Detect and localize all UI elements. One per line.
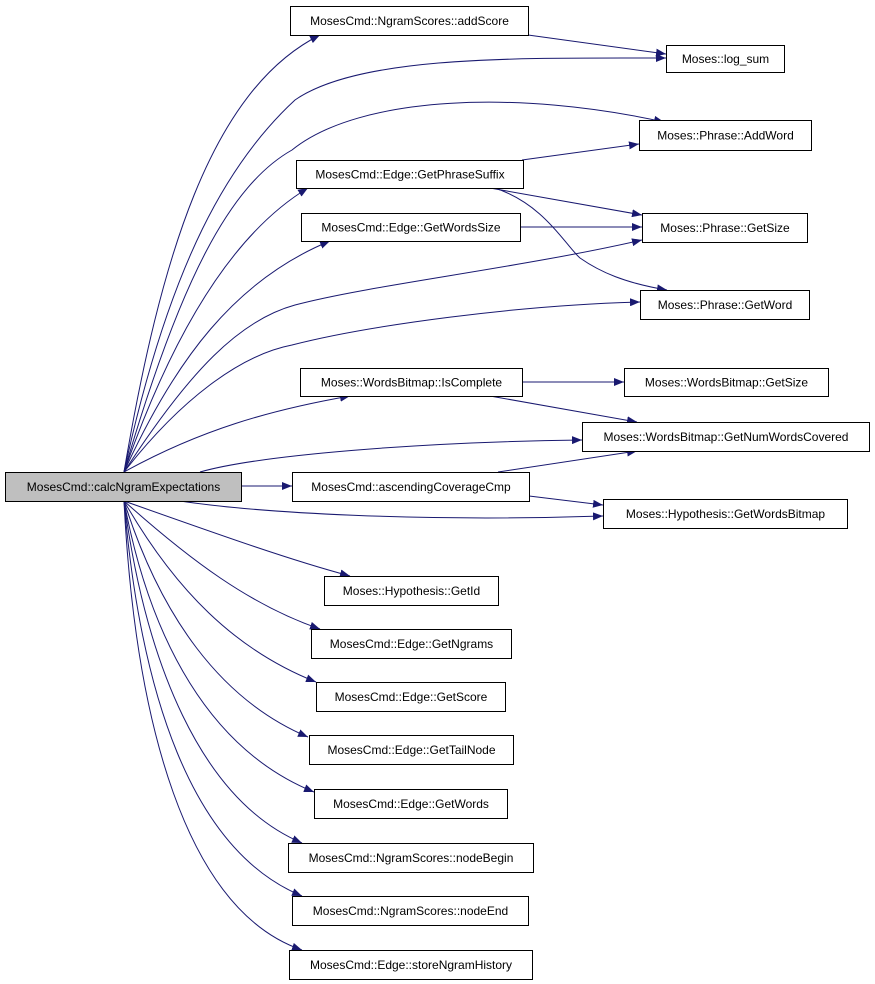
node-label: MosesCmd::Edge::storeNgramHistory (310, 958, 512, 972)
node-box (309, 735, 514, 765)
node-gettailnode[interactable]: MosesCmd::Edge::GetTailNode (309, 735, 514, 765)
node-nodeend[interactable]: MosesCmd::NgramScores::nodeEnd (292, 896, 529, 926)
node-box (640, 290, 810, 320)
node-box (301, 213, 521, 242)
edge-calc-to-getwords (123, 500, 315, 793)
node-label: MosesCmd::Edge::GetNgrams (330, 637, 493, 651)
node-box (642, 213, 808, 243)
edge-calc-to-getphrasesuffix (123, 187, 309, 473)
node-getngrams[interactable]: MosesCmd::Edge::GetNgrams (311, 629, 512, 659)
edges-layer (123, 34, 668, 951)
node-phrasegetword[interactable]: Moses::Phrase::GetWord (640, 290, 810, 320)
node-label: Moses::Hypothesis::GetId (343, 584, 480, 598)
edge-calc-to-phrasegetsize (123, 238, 643, 473)
node-label: MosesCmd::NgramScores::nodeBegin (309, 851, 514, 865)
node-label: Moses::WordsBitmap::IsComplete (321, 376, 502, 390)
node-label: Moses::WordsBitmap::GetNumWordsCovered (604, 430, 849, 444)
node-box (5, 472, 242, 502)
node-label: MosesCmd::Edge::GetTailNode (327, 743, 495, 757)
node-iscomplete[interactable]: Moses::WordsBitmap::IsComplete (300, 368, 523, 397)
edge-calc-to-logsum (123, 53, 667, 473)
node-label: MosesCmd::Edge::GetWords (333, 797, 489, 811)
node-box (666, 45, 785, 73)
node-label: Moses::log_sum (682, 52, 769, 66)
node-label: MosesCmd::NgramScores::nodeEnd (313, 904, 508, 918)
edge-getphrasesuffix-to-addword (521, 141, 640, 161)
edge-calc-to-addScore (123, 34, 321, 473)
node-box (288, 843, 534, 873)
edge-calc-to-nodebegin (123, 500, 303, 844)
node-getwordsbitmap[interactable]: Moses::Hypothesis::GetWordsBitmap (603, 499, 848, 529)
node-getwords[interactable]: MosesCmd::Edge::GetWords (314, 789, 508, 819)
nodes-layer: MosesCmd::NgramScores::addScoreMoses::lo… (5, 6, 870, 980)
node-box (296, 160, 524, 189)
node-label: MosesCmd::calcNgramExpectations (27, 480, 220, 494)
node-label: Moses::Hypothesis::GetWordsBitmap (626, 507, 826, 521)
node-box (292, 896, 529, 926)
edge-calc-to-storengram (123, 500, 303, 951)
node-label: Moses::Phrase::AddWord (657, 129, 794, 143)
node-storengram[interactable]: MosesCmd::Edge::storeNgramHistory (289, 950, 533, 980)
node-box (582, 422, 870, 452)
edge-iscomplete-to-getnumwordscovered (489, 395, 638, 425)
node-box (316, 682, 506, 712)
node-box (300, 368, 523, 397)
node-getphrasesuffix[interactable]: MosesCmd::Edge::GetPhraseSuffix (296, 160, 524, 189)
node-box (289, 950, 533, 980)
edge-calc-to-nodeend (123, 500, 303, 897)
edge-addScore-to-logsum (527, 34, 667, 57)
node-label: MosesCmd::Edge::GetScore (335, 690, 488, 704)
edge-calc-to-getnumwordscovered (199, 436, 583, 473)
node-box (603, 499, 848, 529)
node-getid[interactable]: Moses::Hypothesis::GetId (324, 576, 499, 606)
node-box (292, 472, 530, 502)
root-node-calc[interactable]: MosesCmd::calcNgramExpectations (5, 472, 242, 502)
node-logsum[interactable]: Moses::log_sum (666, 45, 785, 73)
edge-calc-to-getscore (123, 500, 317, 683)
node-box (311, 629, 512, 659)
node-box (624, 368, 829, 397)
node-ascending[interactable]: MosesCmd::ascendingCoverageCmp (292, 472, 530, 502)
node-label: MosesCmd::ascendingCoverageCmp (311, 480, 511, 494)
node-label: MosesCmd::Edge::GetWordsSize (321, 221, 501, 235)
edge-calc-to-getwordsbitmap (179, 500, 604, 521)
node-box (639, 120, 812, 151)
node-label: MosesCmd::Edge::GetPhraseSuffix (315, 168, 504, 182)
node-nodebegin[interactable]: MosesCmd::NgramScores::nodeBegin (288, 843, 534, 873)
node-label: MosesCmd::NgramScores::addScore (310, 14, 509, 28)
edge-calc-to-getid (123, 500, 351, 578)
node-wbgetsize[interactable]: Moses::WordsBitmap::GetSize (624, 368, 829, 397)
edge-ascending-to-getnumwordscovered (497, 448, 638, 473)
node-label: Moses::WordsBitmap::GetSize (645, 376, 808, 390)
node-getwordssize[interactable]: MosesCmd::Edge::GetWordsSize (301, 213, 521, 242)
edge-calc-to-phrasegetword (123, 298, 641, 473)
edge-getphrasesuffix-to-phrasegetsize (489, 187, 643, 218)
node-box (314, 789, 508, 819)
edge-calc-to-gettailnode (123, 500, 309, 738)
node-getscore[interactable]: MosesCmd::Edge::GetScore (316, 682, 506, 712)
edge-calc-to-getngrams (123, 500, 321, 630)
node-box (324, 576, 499, 606)
edge-calc-to-iscomplete (123, 393, 351, 473)
edge-calc-to-addword (123, 101, 665, 473)
node-label: Moses::Phrase::GetWord (658, 298, 793, 312)
node-addword[interactable]: Moses::Phrase::AddWord (639, 120, 812, 151)
edge-getphrasesuffix-to-phrasegetword (494, 187, 668, 293)
node-getnumwordscovered[interactable]: Moses::WordsBitmap::GetNumWordsCovered (582, 422, 870, 452)
node-label: Moses::Phrase::GetSize (660, 221, 790, 235)
node-phrasegetsize[interactable]: Moses::Phrase::GetSize (642, 213, 808, 243)
node-box (290, 6, 529, 36)
edge-calc-to-getwordssize (123, 240, 331, 473)
node-addScore[interactable]: MosesCmd::NgramScores::addScore (290, 6, 529, 36)
edge-ascending-to-getwordsbitmap (528, 495, 604, 508)
